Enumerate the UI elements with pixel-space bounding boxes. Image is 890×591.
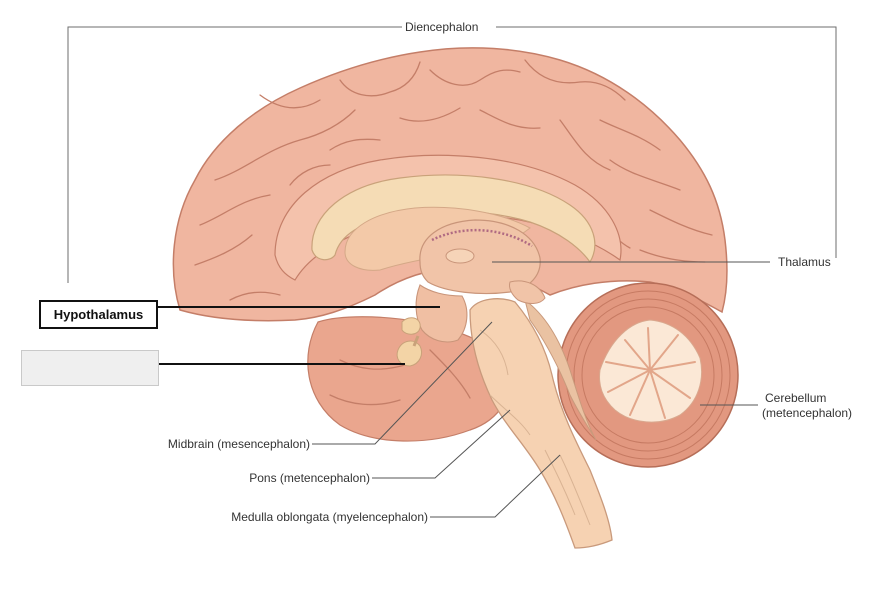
cerebellum <box>557 282 739 468</box>
optic-chiasm <box>401 317 421 335</box>
label-hypothalamus: Hypothalamus <box>39 300 158 329</box>
sulci <box>194 59 713 406</box>
interthalamic-adhesion <box>445 248 475 264</box>
label-thalamus: Thalamus <box>778 255 831 269</box>
brainstem-contours <box>479 329 591 526</box>
label-diencephalon: Diencephalon <box>405 20 479 34</box>
label-pons: Pons (metencephalon) <box>249 471 370 485</box>
corpus-callosum <box>311 174 596 264</box>
infundibulum <box>412 335 420 347</box>
blank-answer-box[interactable] <box>21 350 159 386</box>
thalamus <box>419 219 541 295</box>
leader-lines <box>312 261 770 518</box>
diencephalon-bracket <box>67 26 837 283</box>
choroid-plexus <box>431 228 533 248</box>
label-cerebellum: Cerebellum <box>765 391 827 405</box>
pituitary-gland <box>396 340 423 367</box>
label-cerebellum-sub: (metencephalon) <box>762 406 853 420</box>
fourth-ventricle <box>524 298 597 441</box>
hypothalamus <box>415 284 468 343</box>
leader-lines-bold <box>158 306 440 365</box>
label-medulla: Medulla oblongata (myelencephalon) <box>231 510 428 524</box>
label-midbrain: Midbrain (mesencephalon) <box>167 437 310 451</box>
midbrain-tectum <box>509 280 546 304</box>
